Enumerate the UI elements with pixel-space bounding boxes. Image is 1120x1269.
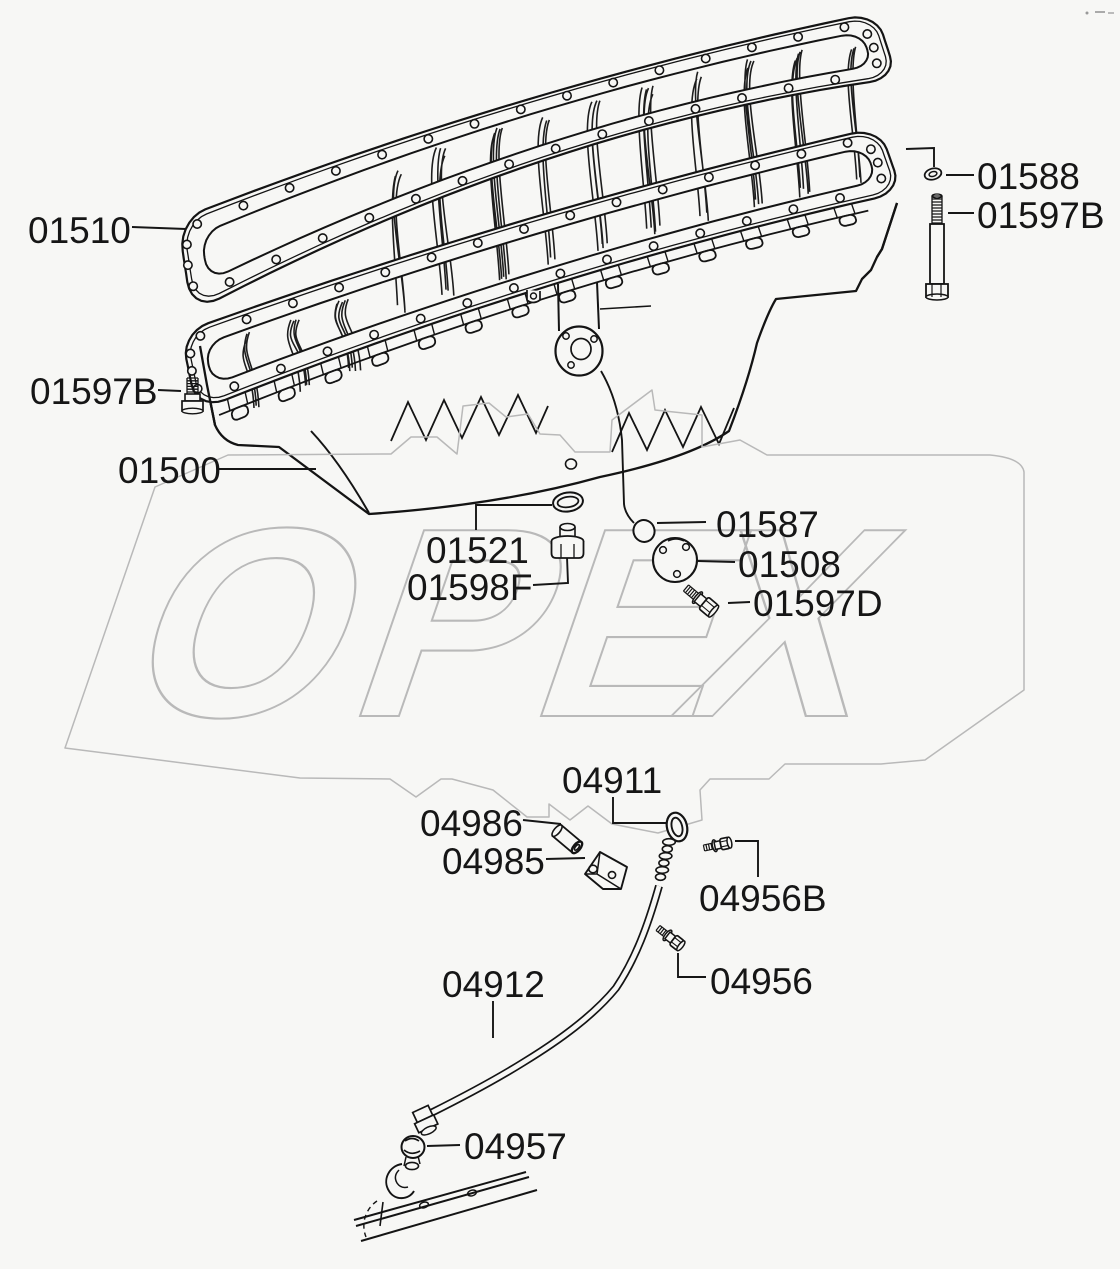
svg-text:01598F: 01598F [407, 567, 533, 608]
svg-text:04956B: 04956B [699, 878, 827, 919]
svg-text:01588: 01588 [977, 156, 1080, 197]
svg-text:01597B: 01597B [30, 371, 158, 412]
svg-text:04957: 04957 [464, 1126, 567, 1167]
svg-text:01521: 01521 [426, 530, 529, 571]
svg-text:04986: 04986 [420, 803, 523, 844]
svg-text:01500: 01500 [118, 450, 221, 491]
svg-text:04911: 04911 [562, 760, 662, 801]
svg-text:04912: 04912 [442, 964, 545, 1005]
svg-text:01508: 01508 [738, 544, 841, 585]
svg-text:01510: 01510 [28, 210, 131, 251]
svg-text:01587: 01587 [716, 504, 819, 545]
svg-text:04956: 04956 [710, 961, 813, 1002]
svg-text:01597D: 01597D [753, 583, 883, 624]
svg-text:04985: 04985 [442, 841, 545, 882]
svg-text:01597B: 01597B [977, 195, 1105, 236]
